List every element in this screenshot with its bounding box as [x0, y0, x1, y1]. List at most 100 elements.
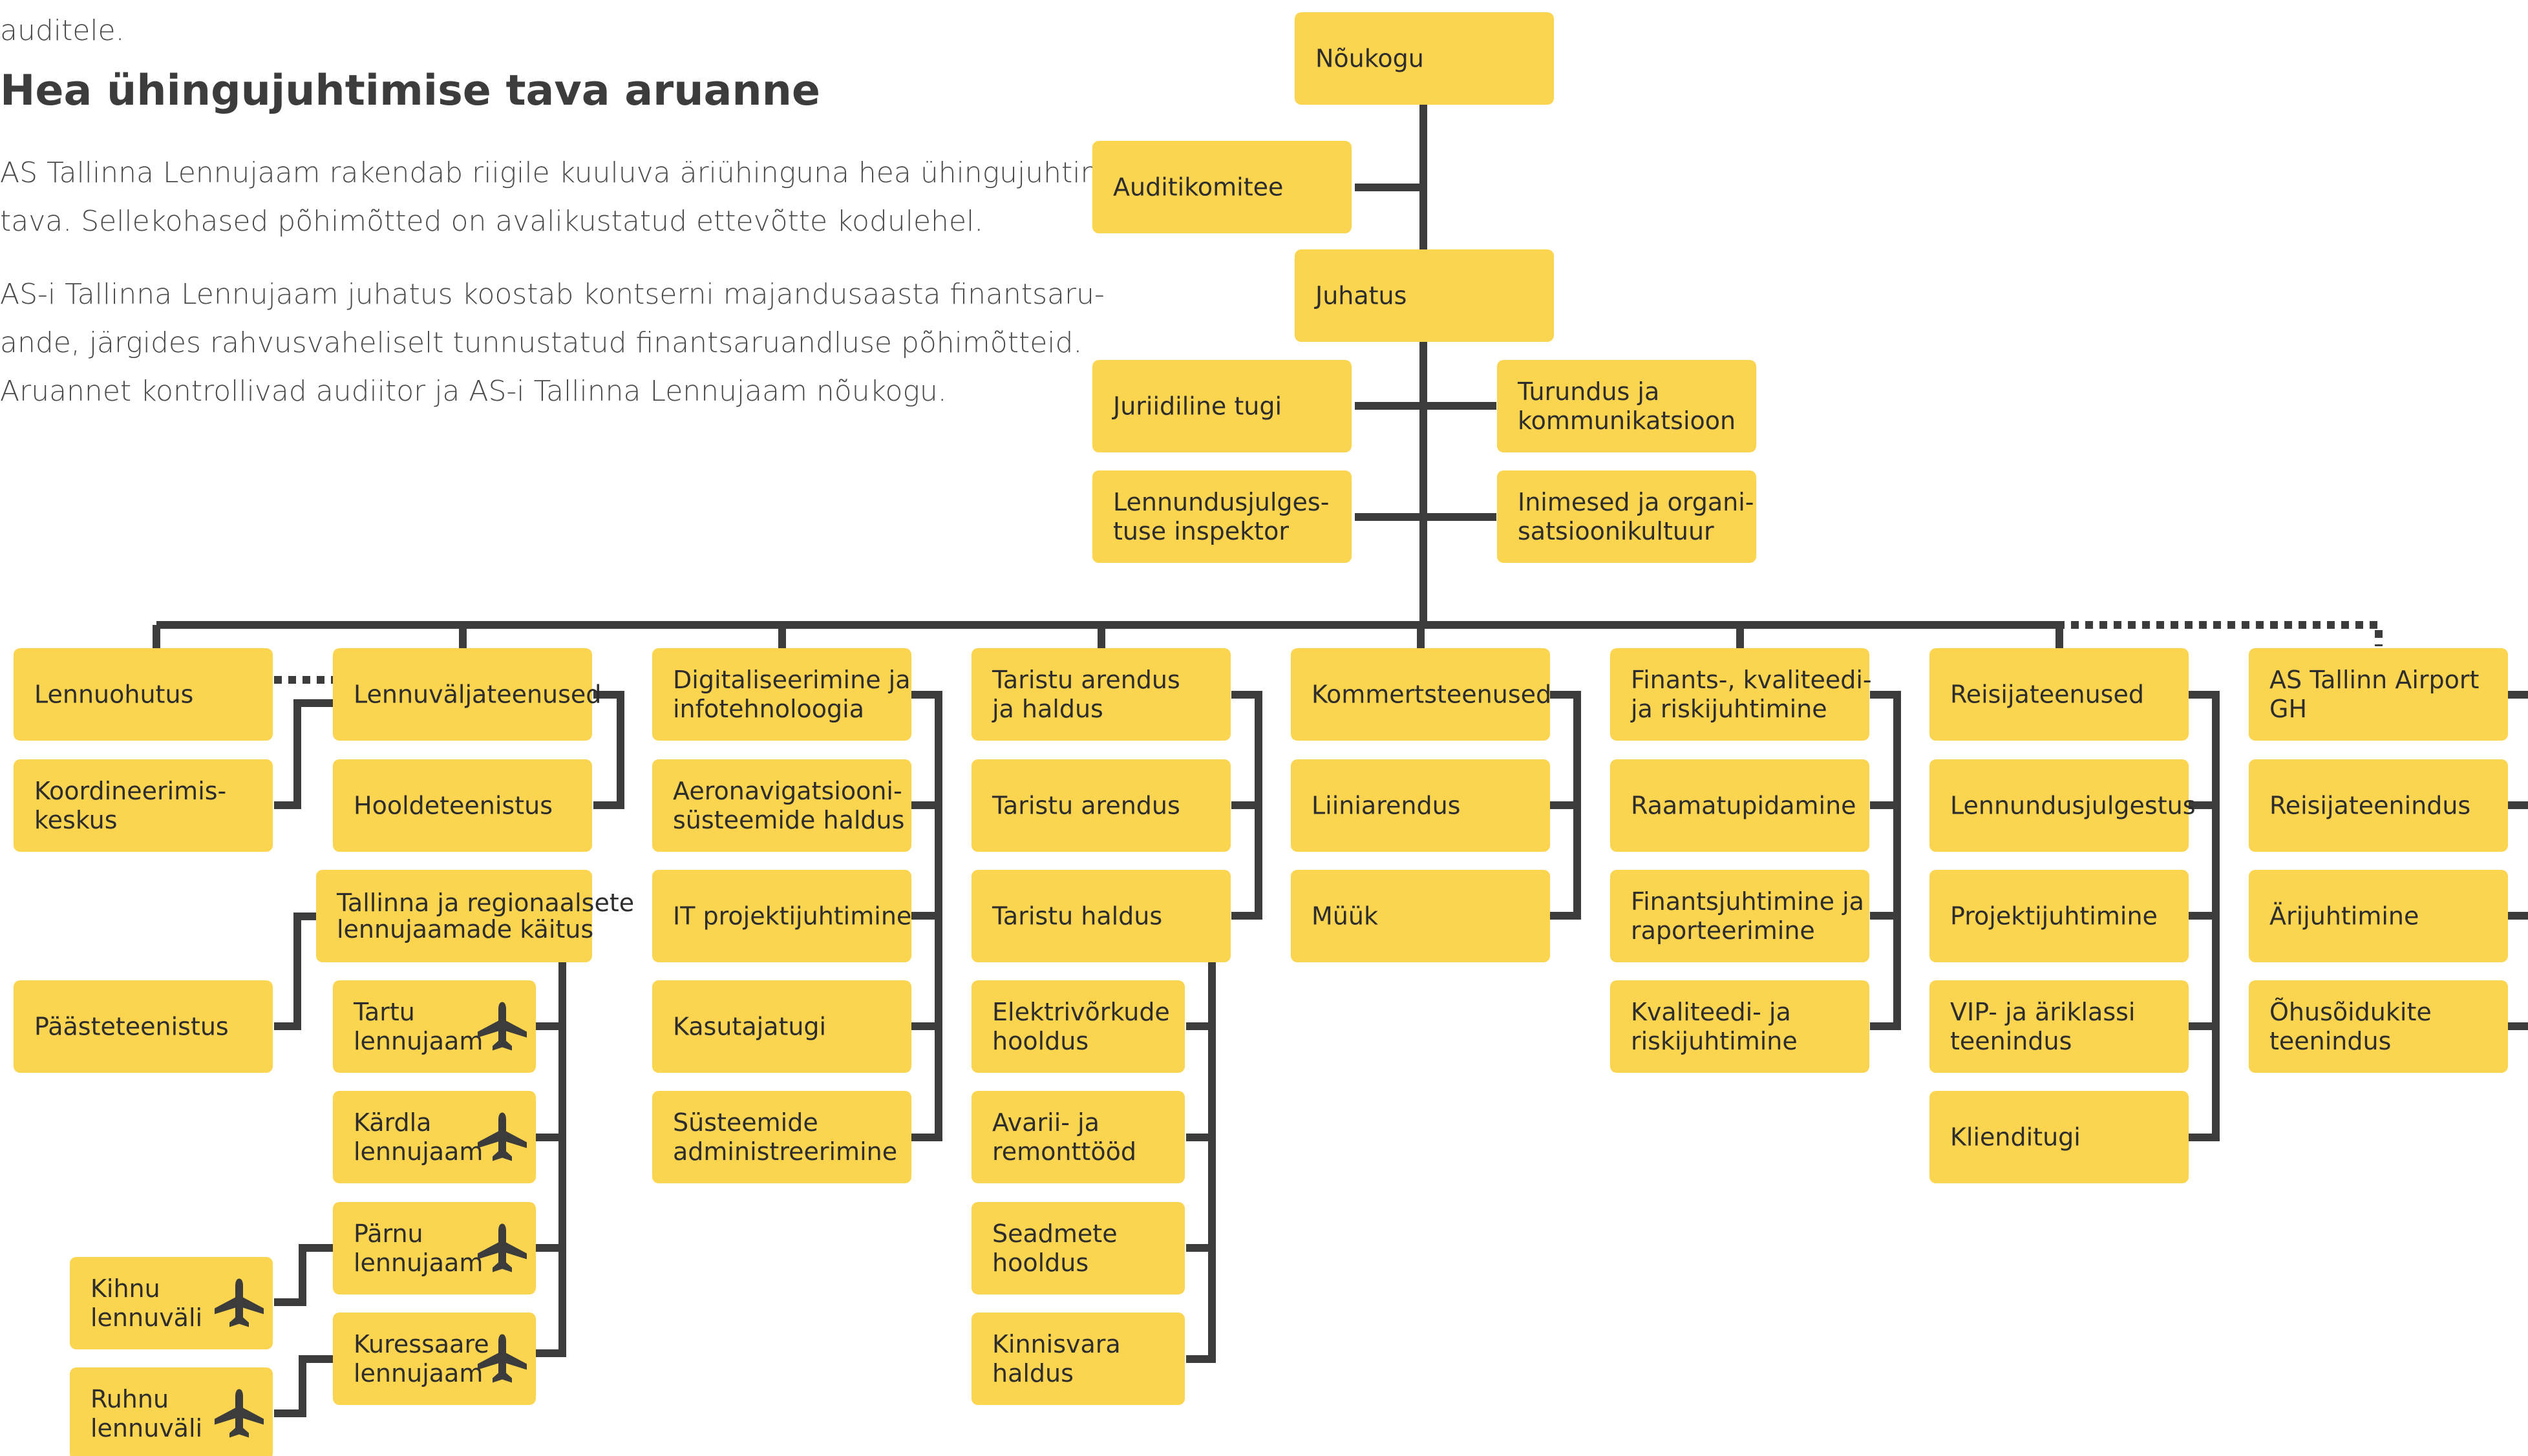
org-unit-label: Projektijuhtimine: [1950, 902, 2158, 931]
org-unit-label: Taristu haldus: [992, 902, 1162, 931]
org-unit-box: [70, 1257, 273, 1349]
org-unit-label: Auditikomitee: [1113, 173, 1283, 202]
org-unit-label: ja riskijuhtimine: [1630, 695, 1827, 723]
org-unit-label: hooldus: [992, 1027, 1089, 1055]
paragraph-line: Aruannet kontrollivad audiitor ja AS-i T…: [0, 375, 947, 408]
org-unit-label: lennujaam: [354, 1249, 483, 1277]
connector-line: [1870, 691, 1901, 1030]
org-unit-label: remonttööd: [992, 1137, 1136, 1166]
org-unit-label: Õhusõidukite: [2269, 998, 2432, 1026]
org-unit-label: GH: [2269, 695, 2307, 723]
org-unit-hooldeteenistus: Hooldeteenistus: [333, 759, 592, 852]
org-unit-raamatupidamine: Raamatupidamine: [1610, 759, 1869, 852]
org-unit-arijuhtimine: Ärijuhtimine: [2249, 870, 2508, 962]
org-unit-label: teenindus: [2269, 1027, 2391, 1055]
org-unit-label: Aeronavigatsiooni-: [673, 777, 902, 805]
org-unit-label: Reisijateenindus: [2269, 792, 2470, 820]
org-unit-label: Lennuohutus: [34, 681, 193, 709]
org-unit-aeronavigatsiooni-susteemide-haldus: Aeronavigatsiooni-süsteemide haldus: [652, 759, 911, 852]
org-unit-box: [972, 870, 1231, 962]
org-unit-kommertsteenused: Kommertsteenused: [1291, 648, 1551, 741]
org-unit-finants-kvaliteedi-ja-riskijuhtimine: Finants-, kvaliteedi-ja riskijuhtimine: [1610, 648, 1872, 741]
org-unit-label: IT projektijuhtimine: [673, 902, 911, 931]
org-unit-box: [1291, 759, 1550, 852]
org-unit-label: Koordineerimis-: [34, 777, 226, 805]
org-unit-label: keskus: [34, 806, 118, 834]
org-unit-box: [1092, 141, 1352, 233]
org-unit-box: [1929, 648, 2189, 741]
org-unit-box: [1929, 759, 2189, 852]
org-unit-label: teenindus: [1950, 1027, 2072, 1055]
org-unit-paasteteenistus: Päästeteenistus: [14, 980, 273, 1073]
org-unit-inimesed-ja-organi-satsioonikultuur: Inimesed ja organi-satsioonikultuur: [1497, 470, 1756, 563]
connector-line: [274, 699, 333, 809]
org-unit-label: Lennundusjulges-: [1113, 488, 1329, 516]
org-unit-box: [1295, 249, 1554, 342]
org-unit-box: [1929, 980, 2189, 1073]
org-unit-label: Juriidiline tugi: [1112, 392, 1282, 421]
org-unit-label: lennuväli: [90, 1303, 202, 1332]
paragraph-line: tava. Sellekohased põhimõtted on avaliku…: [0, 205, 984, 238]
org-unit-label: Reisijateenused: [1950, 681, 2144, 709]
org-unit-reisijateenused: Reisijateenused: [1929, 648, 2189, 741]
org-unit-label: Taristu arendus: [992, 666, 1180, 694]
org-unit-box: [972, 759, 1231, 852]
org-unit-box: [2249, 759, 2508, 852]
org-unit-box: [1929, 1091, 2189, 1183]
org-unit-label: Inimesed ja organi-: [1518, 488, 1754, 516]
org-unit-taristu-arendus: Taristu arendus: [972, 759, 1231, 852]
org-unit-box: [652, 870, 911, 962]
org-unit-label: tuse inspektor: [1113, 517, 1289, 545]
org-unit-box: [1092, 360, 1352, 452]
connector-line: [1186, 960, 1216, 1363]
org-unit-box: [333, 648, 592, 741]
org-unit-label: Liiniarendus: [1312, 792, 1460, 820]
org-unit-box: [652, 759, 911, 852]
org-unit-box: [652, 980, 911, 1073]
org-unit-koordineerimis-keskus: Koordineerimis-keskus: [14, 759, 273, 852]
org-unit-label: Seadmete: [992, 1219, 1118, 1248]
org-unit-liiniarendus: Liiniarendus: [1291, 759, 1550, 852]
org-unit-taristu-haldus: Taristu haldus: [972, 870, 1231, 962]
org-unit-label: administreerimine: [673, 1137, 897, 1166]
paragraph-line: AS Tallinna Lennujaam rakendab riigile k…: [0, 156, 1149, 189]
org-unit-label: riskijuhtimine: [1631, 1027, 1798, 1055]
connector-line: [274, 1244, 333, 1306]
org-unit-label: lennujaam: [354, 1027, 483, 1055]
org-unit-muuk: Müük: [1291, 870, 1550, 962]
org-unit-label: satsioonikultuur: [1518, 517, 1714, 545]
org-unit-label: kommunikatsioon: [1518, 406, 1736, 435]
org-chart-connectors: [153, 103, 2528, 1417]
org-unit-box: [1610, 980, 1869, 1073]
org-unit-label: Lennuväljateenused: [354, 681, 601, 709]
org-unit-box: [2249, 980, 2508, 1073]
org-unit-label: Finantsjuhtimine ja: [1631, 887, 1864, 916]
org-unit-box: [14, 759, 273, 852]
org-unit-label: ja haldus: [992, 695, 1103, 723]
org-unit-label: Hooldeteenistus: [354, 792, 553, 820]
airplane-icon: [478, 1334, 527, 1383]
connector-line: [593, 691, 624, 809]
airplane-icon: [215, 1278, 264, 1327]
org-unit-label: Taristu arendus: [992, 792, 1180, 820]
org-unit-label: Klienditugi: [1950, 1123, 2081, 1152]
org-unit-box: [1295, 12, 1554, 105]
org-unit-lennuvaljateenused: Lennuväljateenused: [333, 648, 601, 741]
org-unit-label: haldus: [992, 1359, 1074, 1387]
org-unit-label: hooldus: [992, 1249, 1089, 1277]
connector-line: [274, 913, 319, 1030]
org-unit-box: [2249, 870, 2508, 962]
airplane-icon: [478, 1112, 527, 1161]
airplane-icon: [478, 1002, 527, 1051]
